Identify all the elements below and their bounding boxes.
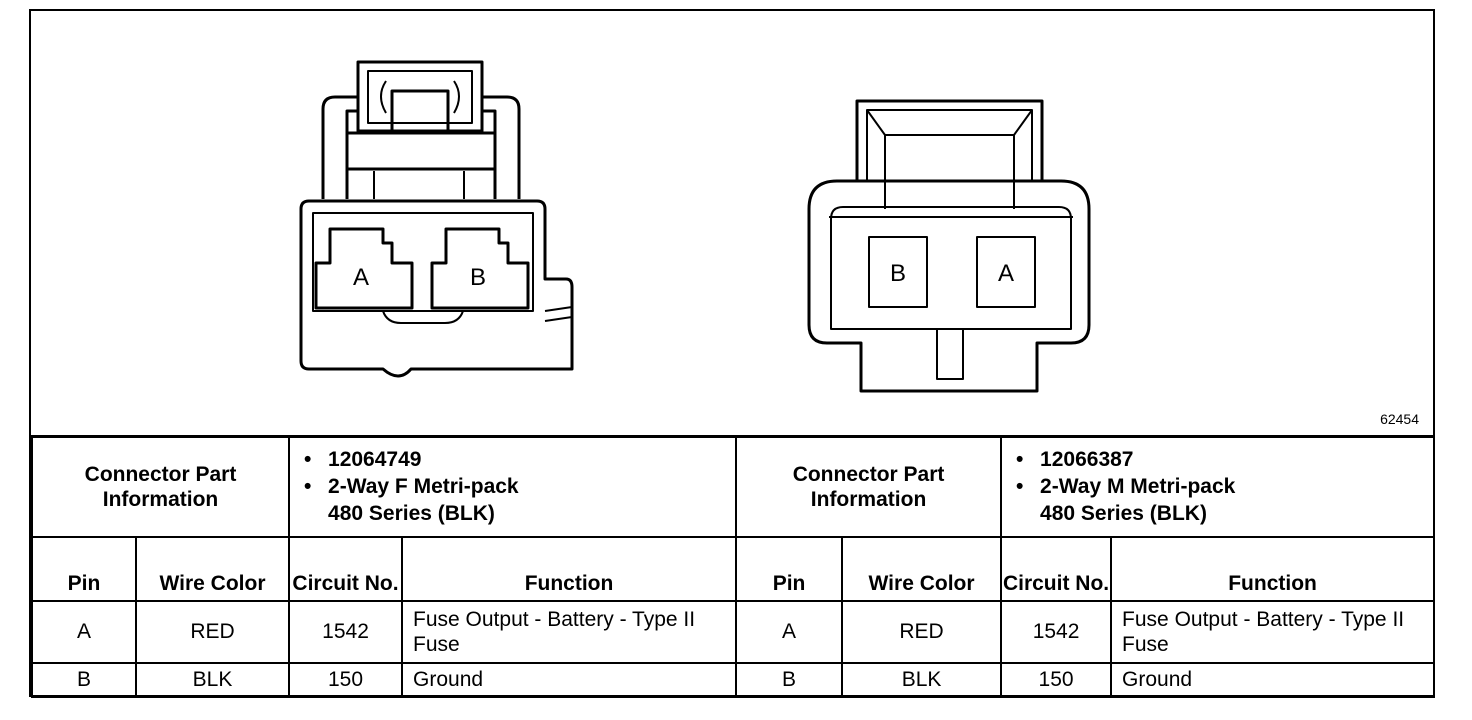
pin-cell: B <box>735 661 844 698</box>
part-number-left: 12064749 <box>304 446 735 473</box>
male-connector <box>807 99 1091 393</box>
pin-cell: A <box>31 599 137 664</box>
part-number-right: 12066387 <box>1016 446 1433 473</box>
table-row: A RED 1542 Fuse Output - Battery - Type … <box>31 599 1436 664</box>
table-row: B BLK 150 Ground B BLK 150 Ground <box>31 661 1436 698</box>
wire-color-cell: RED <box>841 599 1003 664</box>
part-info-label-left: Connector Part Information <box>30 435 291 538</box>
col-header-pin: Pin <box>735 535 844 602</box>
function-cell: Fuse Output - Battery - Type II Fuse <box>1110 599 1436 664</box>
wire-color-cell: RED <box>134 599 291 664</box>
col-header-function: Function <box>401 535 738 602</box>
diagram-frame: A B B A 62454 Connector Part Information… <box>29 9 1436 698</box>
female-connector <box>299 60 574 378</box>
circuit-cell: 150 <box>288 661 404 698</box>
female-pin-label-right: B <box>470 264 486 291</box>
function-cell: Ground <box>401 661 738 698</box>
col-header-pin: Pin <box>31 535 137 602</box>
col-header-circuit: Circuit No. <box>1000 535 1113 602</box>
male-pin-label-right: A <box>998 260 1014 287</box>
function-cell: Ground <box>1110 661 1436 698</box>
col-header-circuit: Circuit No. <box>288 535 404 602</box>
pin-cell: A <box>735 599 844 664</box>
column-header-row: Pin Wire Color Circuit No. Function Pin … <box>31 535 1436 602</box>
circuit-cell: 1542 <box>288 599 404 664</box>
part-info-label-right: Connector Part Information <box>735 435 1003 538</box>
col-header-wire-color: Wire Color <box>134 535 291 602</box>
connector-drawing: A B B A <box>299 60 1091 393</box>
male-pin-label-left: B <box>890 260 906 287</box>
circuit-cell: 1542 <box>1000 599 1113 664</box>
part-info-row: Connector Part Information 12064749 2-Wa… <box>30 435 1436 538</box>
wire-color-cell: BLK <box>841 661 1003 698</box>
diagram-reference-number: 62454 <box>1380 411 1419 427</box>
function-cell: Fuse Output - Battery - Type II Fuse <box>401 599 738 664</box>
circuit-cell: 150 <box>1000 661 1113 698</box>
col-header-function: Function <box>1110 535 1436 602</box>
wire-color-cell: BLK <box>134 661 291 698</box>
col-header-wire-color: Wire Color <box>841 535 1003 602</box>
connector-info-table: Connector Part Information 12064749 2-Wa… <box>30 435 1436 698</box>
pin-cell: B <box>31 661 137 698</box>
female-pin-label-left: A <box>353 264 369 291</box>
